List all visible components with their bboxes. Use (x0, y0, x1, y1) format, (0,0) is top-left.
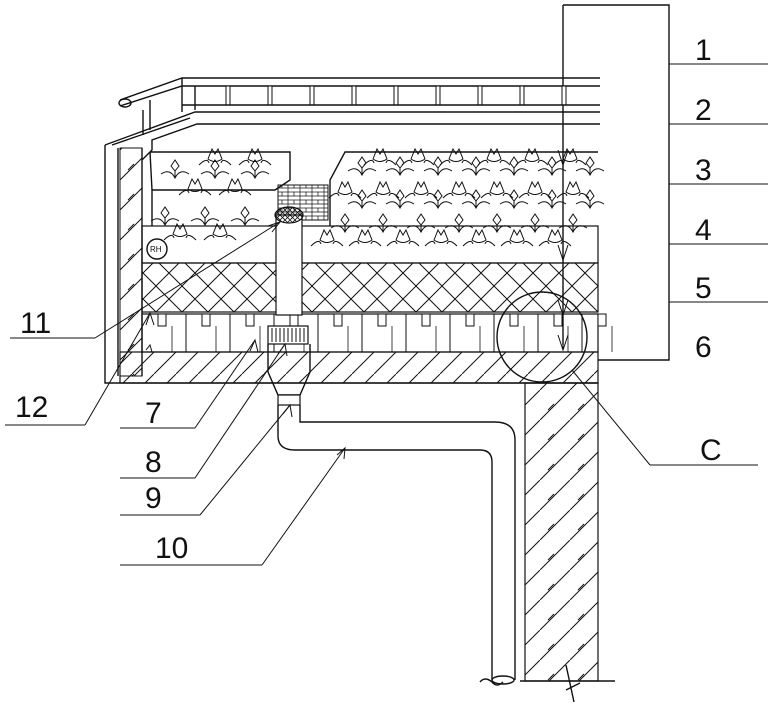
drain-cell-notch (246, 314, 254, 326)
humidity-sensor: RH (147, 239, 167, 259)
plant-icon (424, 190, 452, 208)
plant-icon (483, 214, 511, 232)
flower-icon (463, 230, 495, 246)
flower-icon (519, 182, 551, 198)
plant-icon (424, 157, 452, 175)
railing-post (478, 86, 482, 105)
structural-slab (120, 352, 598, 383)
plant-icon (538, 190, 566, 208)
label-10: 10 (155, 532, 188, 565)
plant-icon (348, 157, 376, 175)
plant-icon (201, 160, 229, 178)
railing-post (520, 86, 524, 105)
flower-icon (219, 179, 251, 195)
flower-icon (443, 182, 475, 198)
railing-post (268, 86, 272, 105)
flower-icon (481, 182, 513, 198)
drain-cell-notch (378, 314, 386, 326)
label-4: 4 (695, 214, 712, 247)
plant-icon (161, 160, 189, 178)
plant-icon (348, 190, 376, 208)
plant-icon (445, 214, 473, 232)
plant-icon (241, 160, 269, 178)
right-label-lines (669, 64, 768, 302)
plant-icon (521, 214, 549, 232)
plant-icon (500, 190, 528, 208)
plant-icon (331, 214, 359, 232)
drain-cell-notch (422, 314, 430, 326)
flower-icon (405, 182, 437, 198)
flower-icon (329, 182, 361, 198)
flower-icon (367, 182, 399, 198)
plant-icon (462, 157, 490, 175)
plant-icon (386, 157, 414, 175)
flower-icon (179, 179, 211, 195)
drain-cell-notch (158, 314, 166, 326)
flower-icon (387, 230, 419, 246)
flower-icon (557, 182, 589, 198)
railing-post (394, 86, 398, 105)
plant-icon (191, 207, 219, 225)
label-6: 6 (695, 331, 712, 364)
plant-icon (369, 214, 397, 232)
drain-cell-notch (510, 314, 518, 326)
railing-post (562, 86, 566, 105)
drain-cell-notch (202, 314, 210, 326)
railing-post (310, 86, 314, 105)
flower-icon (311, 230, 343, 246)
flower-icon (425, 230, 457, 246)
plant-icon (576, 190, 604, 208)
plant-icon (386, 190, 414, 208)
label-2: 2 (695, 94, 712, 127)
label-c: C (700, 434, 722, 467)
drain-cell-notch (334, 314, 342, 326)
railing-post (436, 86, 440, 105)
drainage-layer (142, 314, 612, 352)
plant-icon (538, 157, 566, 175)
railing-post (226, 86, 230, 105)
flower-icon (539, 230, 571, 246)
drain-cell-notch (554, 314, 562, 326)
planting-layer (142, 149, 604, 263)
label-12: 12 (15, 391, 48, 424)
label-1: 1 (695, 34, 712, 67)
drain-cell-notch (290, 314, 298, 326)
label-3: 3 (695, 154, 712, 187)
plant-icon (500, 157, 528, 175)
label-7: 7 (145, 397, 162, 430)
plant-icon (462, 190, 490, 208)
lower-wall (520, 383, 615, 702)
plant-icon (231, 207, 259, 225)
label-11: 11 (20, 307, 51, 340)
sensor-label: RH (150, 245, 162, 254)
plant-icon (576, 157, 604, 175)
label-8: 8 (145, 446, 162, 479)
railing-post (352, 86, 356, 105)
drain-cell-notch (598, 314, 606, 326)
label-5: 5 (695, 272, 712, 305)
flower-icon (501, 230, 533, 246)
filter-layer (142, 263, 598, 312)
outlet-pipe (278, 405, 515, 685)
label-9: 9 (145, 482, 162, 515)
plant-icon (151, 207, 179, 225)
plant-icon (407, 214, 435, 232)
drain-cell-notch (466, 314, 474, 326)
flower-icon (349, 230, 381, 246)
